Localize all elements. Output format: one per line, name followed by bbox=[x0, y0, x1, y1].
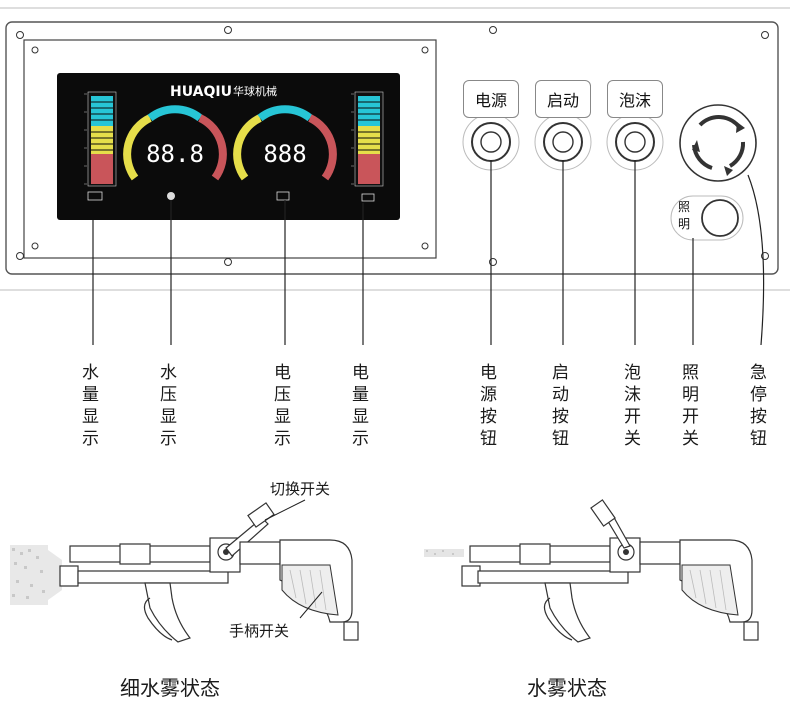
label-foam-switch: 泡沫开关 bbox=[624, 362, 641, 450]
callout-switch: 切换开关 bbox=[270, 480, 331, 498]
label-char: 按 bbox=[480, 407, 497, 427]
label-char: 显 bbox=[352, 407, 369, 427]
emergency-stop-button bbox=[679, 104, 757, 182]
voltage-readout: 888 bbox=[263, 140, 306, 168]
foam-button-group bbox=[606, 113, 664, 171]
label-power-button: 电源按钮 bbox=[480, 362, 497, 450]
start-button-label: 启动 bbox=[535, 80, 591, 118]
label-char: 钮 bbox=[480, 429, 497, 449]
label-char: 量 bbox=[352, 385, 369, 405]
label-char: 按 bbox=[750, 407, 767, 427]
label-char: 水 bbox=[82, 363, 99, 383]
label-char: 示 bbox=[352, 429, 369, 449]
water-level-bar bbox=[84, 91, 117, 201]
brand-name: HUAQIU bbox=[170, 84, 232, 100]
label-char: 开 bbox=[624, 407, 641, 427]
light-switch-group bbox=[670, 195, 744, 241]
label-char: 钮 bbox=[750, 429, 767, 449]
battery-level-bar bbox=[351, 91, 384, 202]
water-pressure-gauge: 88.8 bbox=[123, 105, 227, 200]
label-emergency-button: 急停按钮 bbox=[750, 362, 767, 450]
label-char: 关 bbox=[624, 429, 641, 449]
label-water-level: 水量显示 bbox=[82, 362, 99, 450]
light-switch-label: 照明 bbox=[675, 199, 693, 233]
label-char: 动 bbox=[552, 385, 569, 405]
label-char: 示 bbox=[82, 429, 99, 449]
label-char: 按 bbox=[552, 407, 569, 427]
label-char: 沫 bbox=[624, 385, 641, 405]
label-start-button: 启动按钮 bbox=[552, 362, 569, 450]
brand-cn: 华球机械 bbox=[233, 84, 277, 98]
label-char: 显 bbox=[160, 407, 177, 427]
label-char: 照 bbox=[682, 363, 699, 383]
label-light-switch: 照明开关 bbox=[682, 362, 699, 450]
foam-button-label: 泡沫 bbox=[607, 80, 663, 118]
label-battery: 电量显示 bbox=[352, 362, 369, 450]
label-water-pressure: 水压显示 bbox=[160, 362, 177, 450]
label-voltage: 电压显示 bbox=[274, 362, 291, 450]
caption-fine-mist: 细水雾状态 bbox=[120, 676, 220, 700]
label-char: 停 bbox=[750, 385, 767, 405]
power-button-label: 电源 bbox=[463, 80, 519, 118]
label-char: 明 bbox=[682, 385, 699, 405]
label-char: 电 bbox=[480, 363, 497, 383]
label-char: 源 bbox=[480, 385, 497, 405]
label-char: 压 bbox=[274, 385, 291, 405]
light-switch-label-text: 照明 bbox=[677, 200, 690, 231]
label-char: 显 bbox=[274, 407, 291, 427]
start-button-group bbox=[534, 113, 592, 171]
label-char: 开 bbox=[682, 407, 699, 427]
label-char: 关 bbox=[682, 429, 699, 449]
label-char: 示 bbox=[274, 429, 291, 449]
leader-lines bbox=[92, 160, 765, 346]
label-char: 钮 bbox=[552, 429, 569, 449]
label-char: 示 bbox=[160, 429, 177, 449]
gun-water-mist bbox=[424, 499, 759, 643]
label-char: 压 bbox=[160, 385, 177, 405]
label-char: 水 bbox=[160, 363, 177, 383]
label-char: 量 bbox=[82, 385, 99, 405]
label-char: 电 bbox=[274, 363, 291, 383]
lcd-screen bbox=[57, 73, 400, 220]
label-char: 显 bbox=[82, 407, 99, 427]
pressure-readout: 88.8 bbox=[146, 140, 204, 168]
label-char: 电 bbox=[352, 363, 369, 383]
voltage-gauge: 888 bbox=[233, 105, 337, 201]
label-char: 泡 bbox=[624, 363, 641, 383]
gun-fine-mist bbox=[10, 499, 359, 643]
callout-handle: 手柄开关 bbox=[229, 622, 290, 640]
caption-water-mist: 水雾状态 bbox=[527, 676, 607, 700]
label-char: 启 bbox=[552, 363, 569, 383]
label-char: 急 bbox=[750, 363, 767, 383]
